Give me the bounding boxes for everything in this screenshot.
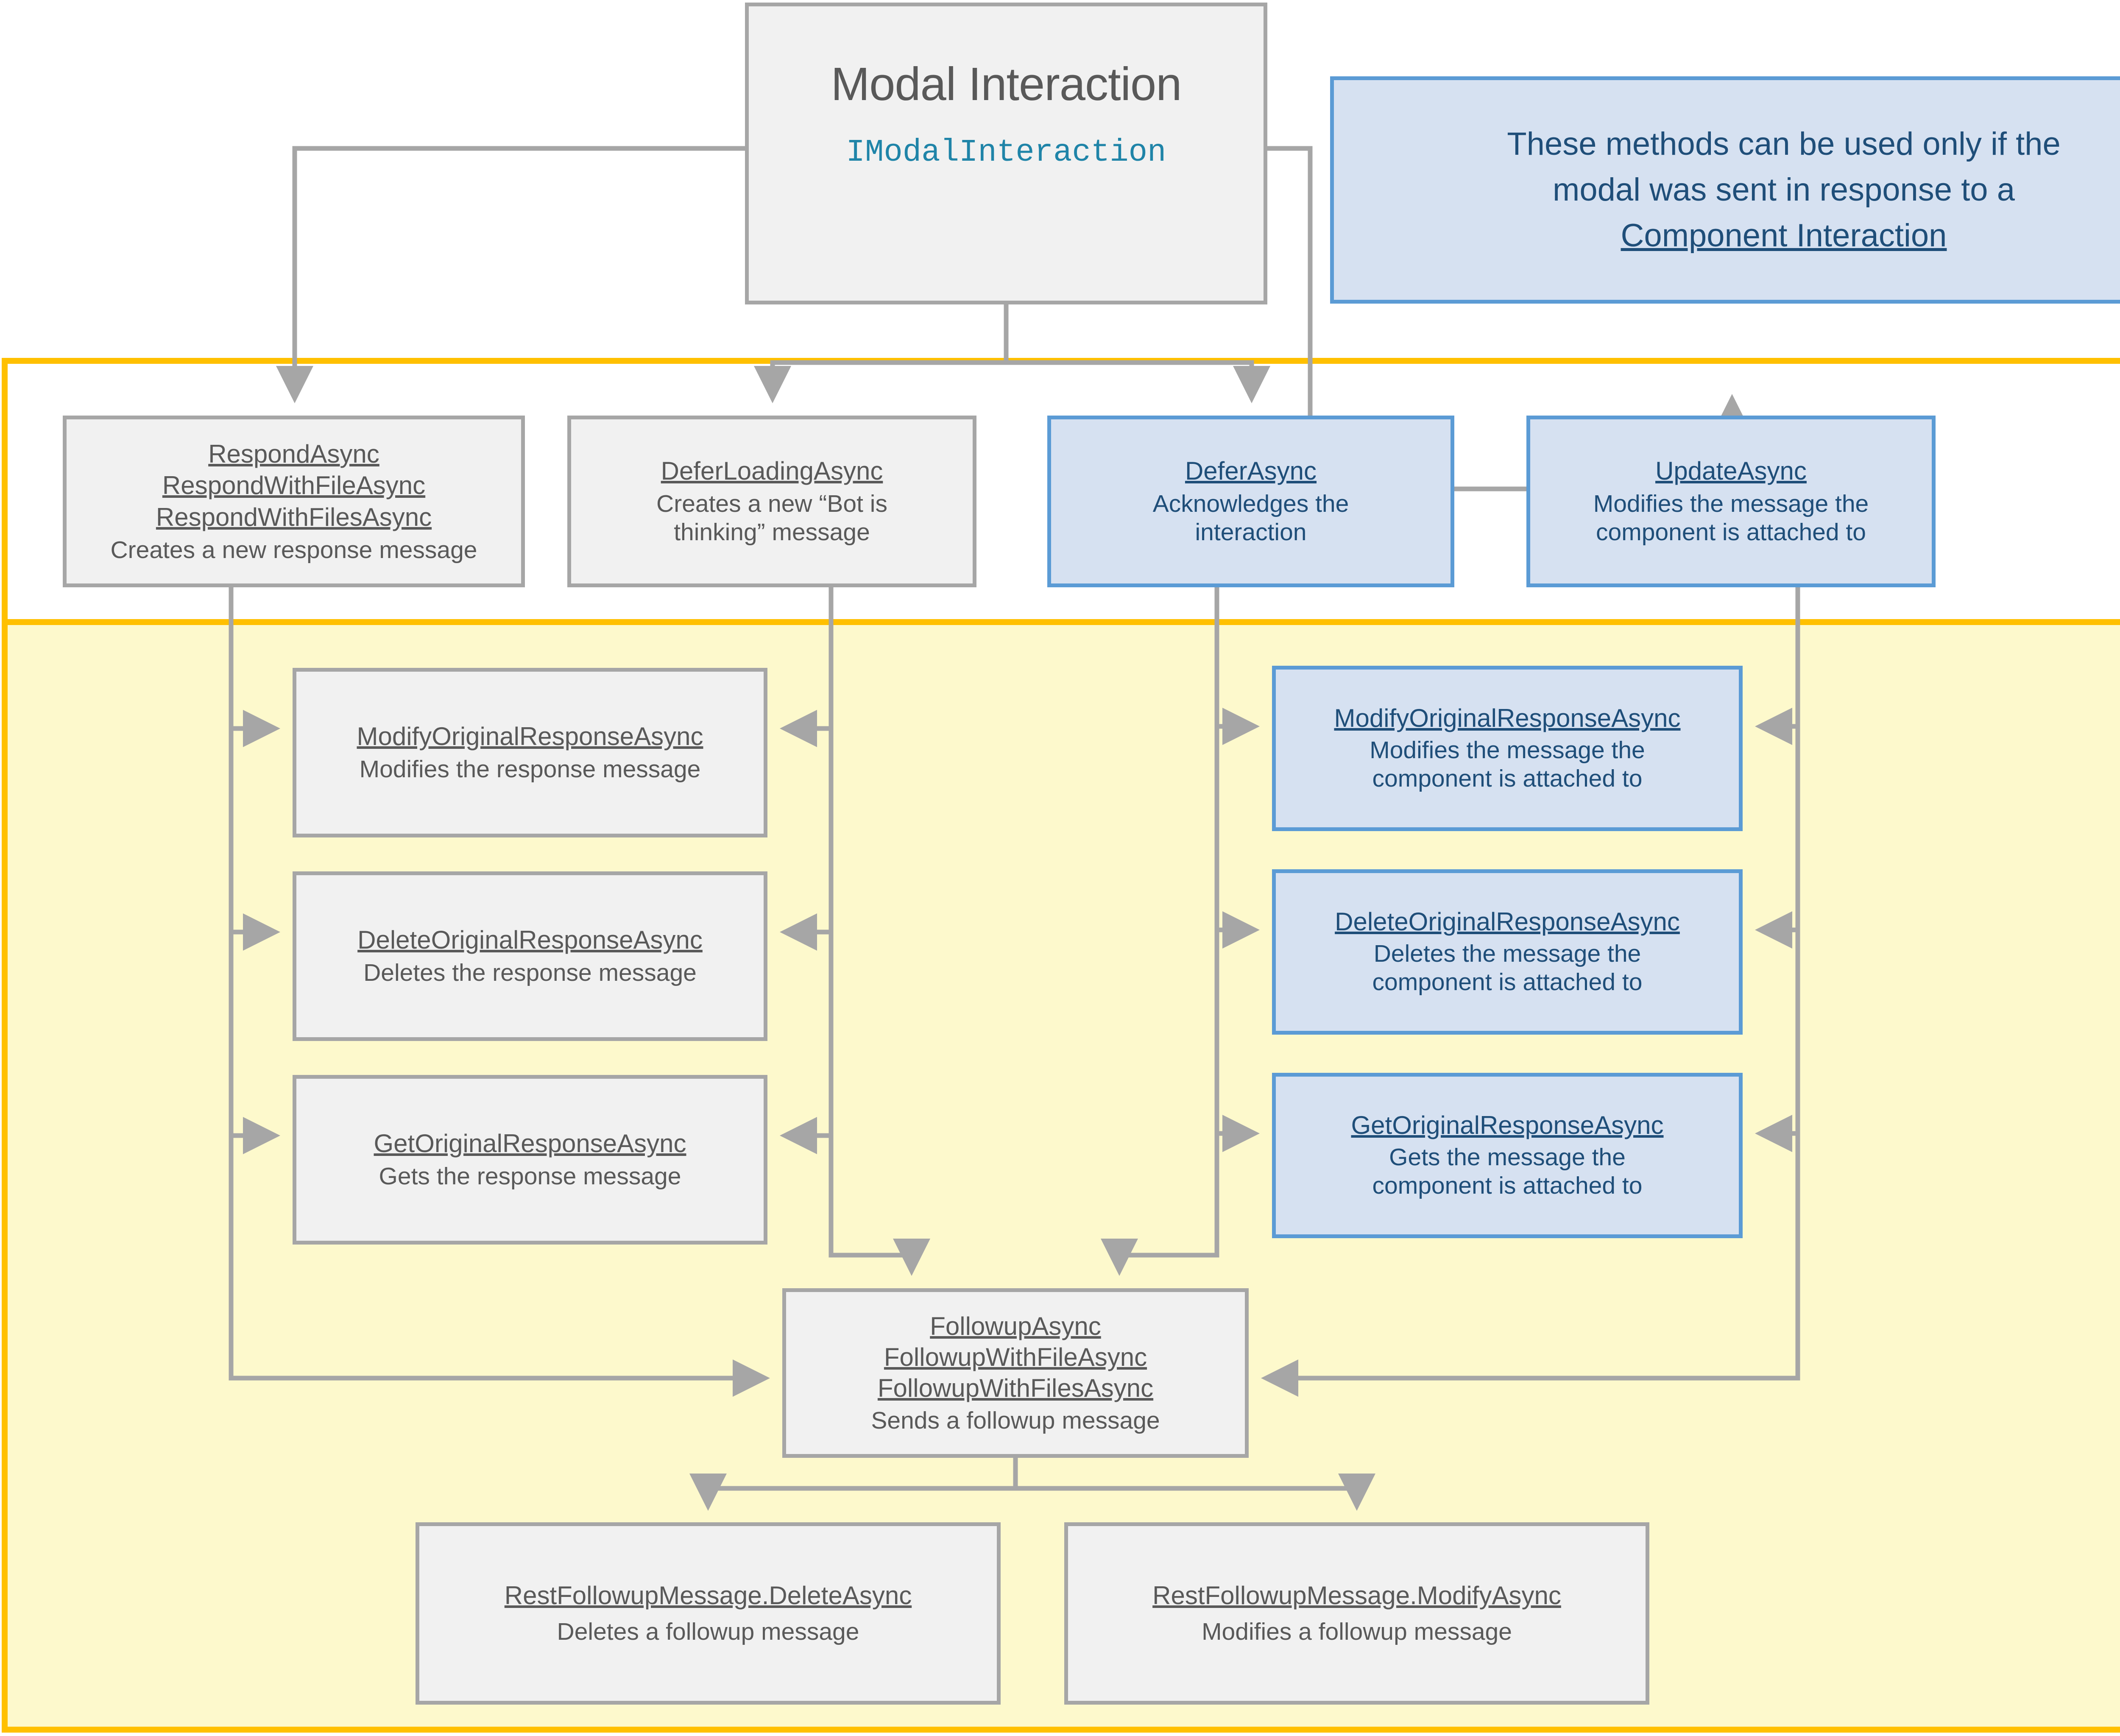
method-name: DeferLoadingAsync xyxy=(661,456,883,485)
method-node-left-modify-original-response-async[interactable]: ModifyOriginalResponseAsync Modifies the… xyxy=(293,668,767,837)
legend-heading: Followup methods xyxy=(1938,678,2120,720)
legend-followup-methods: Followup methods Can be used in 15 minut… xyxy=(1938,678,2120,859)
method-description: Modifies the message the xyxy=(1370,737,1645,764)
method-description: component is attached to xyxy=(1372,1172,1643,1200)
method-node-right-delete-original-response-async[interactable]: DeleteOriginalResponseAsync Deletes the … xyxy=(1272,869,1743,1035)
legend-note: Has to be executed in 3 seconds xyxy=(1938,447,2120,481)
method-name: ModifyOriginalResponseAsync xyxy=(357,722,703,751)
method-description: Modifies the response message xyxy=(359,755,701,783)
method-description: component is attached to xyxy=(1372,968,1643,996)
method-node-respond-async[interactable]: RespondAsync RespondWithFileAsync Respon… xyxy=(63,416,525,587)
method-description: Modifies the message the xyxy=(1593,490,1869,517)
legend-initial-response-methods: Initial Response methods Has to be execu… xyxy=(1938,403,2120,550)
root-title: Modal Interaction xyxy=(831,58,1182,110)
info-line-1: These methods can be used only if the xyxy=(1507,126,2061,162)
method-node-left-delete-original-response-async[interactable]: DeleteOriginalResponseAsync Deletes the … xyxy=(293,871,767,1041)
method-description: Modifies a followup message xyxy=(1202,1618,1512,1645)
method-description: Deletes the message the xyxy=(1373,940,1641,968)
legend-note: Can be used multiple times during xyxy=(1938,792,2120,825)
method-description: Deletes a followup message xyxy=(557,1618,859,1645)
info-callout-component-interaction: These methods can be used only if the mo… xyxy=(1330,76,2120,304)
method-name: FollowupWithFileAsync xyxy=(884,1342,1147,1371)
component-interaction-link[interactable]: Component Interaction xyxy=(1621,217,1947,254)
method-name: RespondWithFilesAsync xyxy=(156,503,432,532)
method-description: component is attached to xyxy=(1372,765,1643,793)
root-node-modal-interaction[interactable]: Modal Interaction IModalInteraction xyxy=(745,3,1267,304)
method-name: RestFollowupMessage.ModifyAsync xyxy=(1152,1581,1561,1610)
method-description: Acknowledges the xyxy=(1152,490,1349,517)
method-name: DeleteOriginalResponseAsync xyxy=(1335,907,1680,936)
method-description: Creates a new response message xyxy=(110,536,477,564)
root-interface-name: IModalInteraction xyxy=(846,135,1166,170)
method-name: RespondWithFileAsync xyxy=(162,471,426,500)
method-description: Gets the message the xyxy=(1389,1144,1626,1171)
method-name: FollowupAsync xyxy=(930,1312,1101,1341)
method-name: RestFollowupMessage.DeleteAsync xyxy=(504,1581,912,1610)
method-node-update-async[interactable]: UpdateAsync Modifies the message the com… xyxy=(1526,416,1936,587)
method-node-defer-async[interactable]: DeferAsync Acknowledges the interaction xyxy=(1047,416,1454,587)
method-node-left-get-original-response-async[interactable]: GetOriginalResponseAsync Gets the respon… xyxy=(293,1075,767,1245)
info-line-2: modal was sent in response to a xyxy=(1553,172,2015,208)
method-node-defer-loading-async[interactable]: DeferLoadingAsync Creates a new “Bot is … xyxy=(567,416,976,587)
method-name: ModifyOriginalResponseAsync xyxy=(1334,704,1681,733)
legend-note: Can be used only ones per interaction xyxy=(1938,516,2120,550)
method-description: Sends a followup message xyxy=(871,1407,1160,1434)
method-name: FollowupWithFilesAsync xyxy=(877,1373,1154,1402)
method-node-followup-async[interactable]: FollowupAsync FollowupWithFileAsync Foll… xyxy=(782,1288,1249,1458)
method-node-rest-followup-message-modify-async[interactable]: RestFollowupMessage.ModifyAsync Modifies… xyxy=(1064,1522,1649,1705)
method-name: DeferAsync xyxy=(1185,456,1317,485)
method-node-right-modify-original-response-async[interactable]: ModifyOriginalResponseAsync Modifies the… xyxy=(1272,666,1743,831)
method-name: UpdateAsync xyxy=(1655,456,1807,485)
legend-note: after sending an initial response xyxy=(1938,757,2120,792)
method-node-rest-followup-message-delete-async[interactable]: RestFollowupMessage.DeleteAsync Deletes … xyxy=(416,1522,1001,1705)
method-name: GetOriginalResponseAsync xyxy=(374,1129,686,1158)
method-name: DeleteOriginalResponseAsync xyxy=(357,925,703,954)
legend-note: after receiving the interaction xyxy=(1938,481,2120,516)
method-description: component is attached to xyxy=(1596,518,1866,546)
method-description: Creates a new “Bot is xyxy=(656,490,887,517)
method-name: RespondAsync xyxy=(208,439,379,468)
method-node-right-get-original-response-async[interactable]: GetOriginalResponseAsync Gets the messag… xyxy=(1272,1073,1743,1238)
method-description: Gets the response message xyxy=(379,1162,681,1190)
legend-note: interaction token’s lifetime xyxy=(1938,825,2120,859)
legend-note: Can be used in 15 minutes xyxy=(1938,722,2120,757)
method-description: interaction xyxy=(1195,518,1307,546)
legend-heading: Initial Response methods xyxy=(1938,403,2120,444)
method-name: GetOriginalResponseAsync xyxy=(1351,1111,1664,1140)
method-description: thinking” message xyxy=(674,518,870,546)
method-description: Deletes the response message xyxy=(363,959,697,986)
